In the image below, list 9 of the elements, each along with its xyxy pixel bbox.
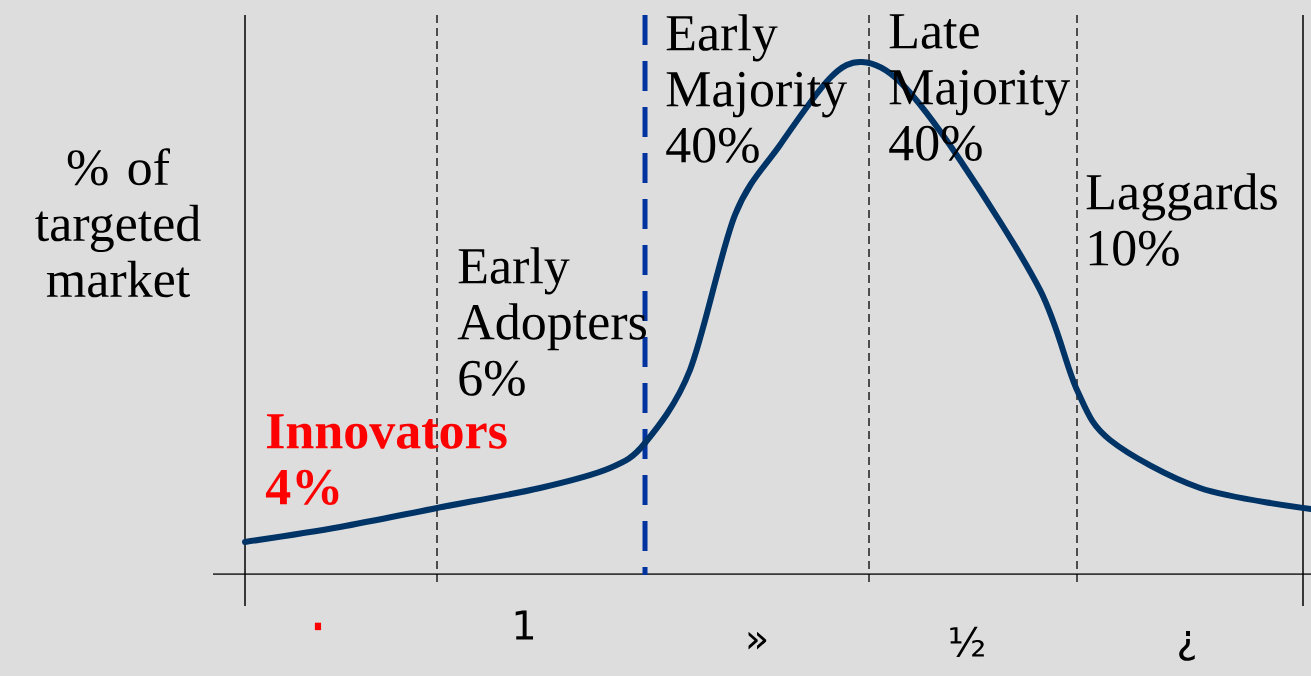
segment-label: Laggards 10% [1086,173,1277,266]
segment-label: Early Adopters 6% [457,247,646,396]
axis-symbol: · [314,622,322,631]
segment-label: Innovators 4% [265,414,507,505]
axis-symbol: ¿ [1179,631,1195,661]
axis-label: % of targeted market [35,148,201,298]
axis-symbol: ½ [950,626,984,658]
axis-symbol: » [748,631,767,650]
axis-symbol: 1 [515,610,534,640]
